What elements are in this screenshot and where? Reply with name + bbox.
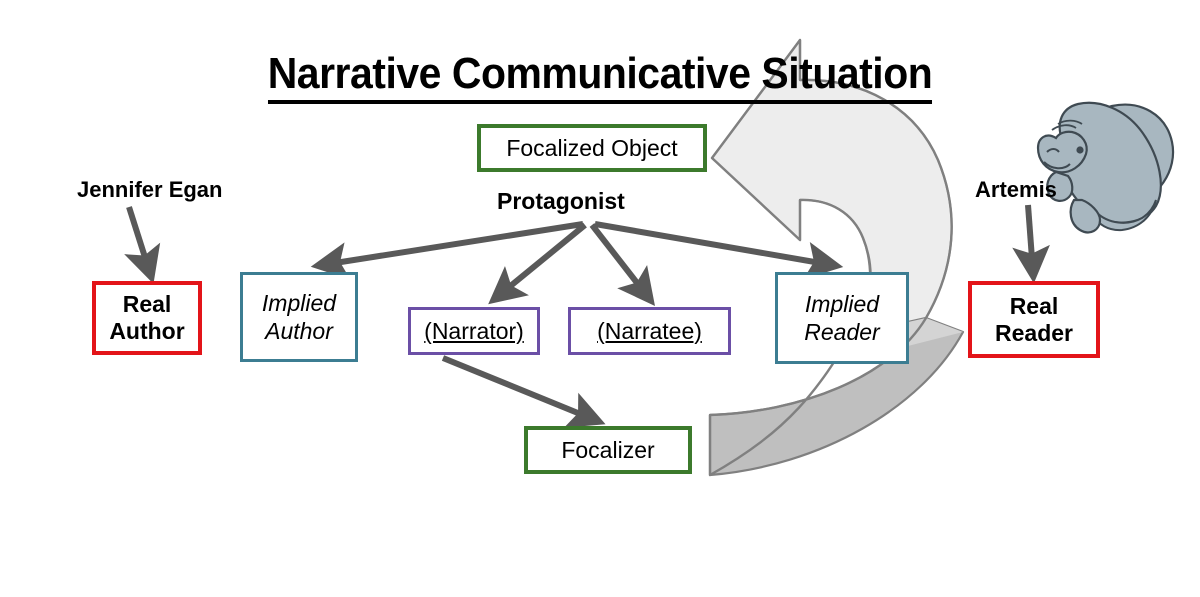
box-implied-author-line1: Implied	[261, 290, 337, 316]
box-narrator-label: (Narrator)	[424, 317, 524, 344]
box-focalizer[interactable]: Focalizer	[524, 426, 692, 474]
arrow-protagonist-to-narrator	[488, 222, 587, 305]
box-narratee-label: (Narratee)	[597, 317, 702, 344]
box-narrator[interactable]: (Narrator)	[408, 307, 540, 355]
arrow-narrator-to-focalizer	[441, 355, 606, 428]
box-implied-author-label: Implied Author	[262, 289, 336, 345]
box-implied-reader-line1: Implied	[804, 291, 880, 317]
box-implied-reader-label: Implied Reader	[804, 290, 879, 346]
page-title: Narrative Communicative Situation	[42, 48, 1158, 104]
connector-arrows	[124, 204, 1050, 428]
box-real-author[interactable]: Real Author	[92, 281, 202, 355]
box-real-author-line2: Author	[109, 318, 185, 344]
arrow-artemis-to-real-reader	[1012, 204, 1050, 284]
box-implied-reader[interactable]: Implied Reader	[775, 272, 909, 364]
box-implied-reader-line2: Reader	[804, 319, 880, 345]
arrow-protagonist-to-implied-reader	[594, 221, 844, 280]
box-narratee[interactable]: (Narratee)	[568, 307, 731, 355]
box-focalizer-label: Focalizer	[561, 436, 655, 463]
box-focalized-object[interactable]: Focalized Object	[477, 124, 707, 172]
box-implied-author-line2: Author	[265, 318, 333, 344]
box-implied-author[interactable]: Implied Author	[240, 272, 358, 362]
box-real-reader-line2: Reader	[995, 319, 1073, 346]
narrative-flow-arrow	[708, 38, 965, 477]
box-real-author-label: Real Author	[109, 291, 184, 345]
arrow-protagonist-to-implied-author	[310, 221, 584, 280]
box-real-reader-line1: Real	[1009, 292, 1059, 319]
arrow-jennifer-egan-to-real-author	[124, 206, 161, 284]
box-real-reader[interactable]: Real Reader	[968, 281, 1100, 358]
manatee-illustration	[1036, 101, 1175, 234]
label-jennifer-egan: Jennifer Egan	[77, 177, 223, 202]
box-focalized-object-label: Focalized Object	[506, 134, 678, 161]
page-title-text: Narrative Communicative Situation	[267, 49, 933, 104]
arrow-protagonist-to-narratee	[589, 223, 655, 306]
box-real-author-line1: Real	[122, 291, 172, 317]
label-artemis: Artemis	[975, 177, 1057, 202]
box-real-reader-label: Real Reader	[995, 293, 1073, 347]
label-protagonist: Protagonist	[497, 188, 625, 214]
